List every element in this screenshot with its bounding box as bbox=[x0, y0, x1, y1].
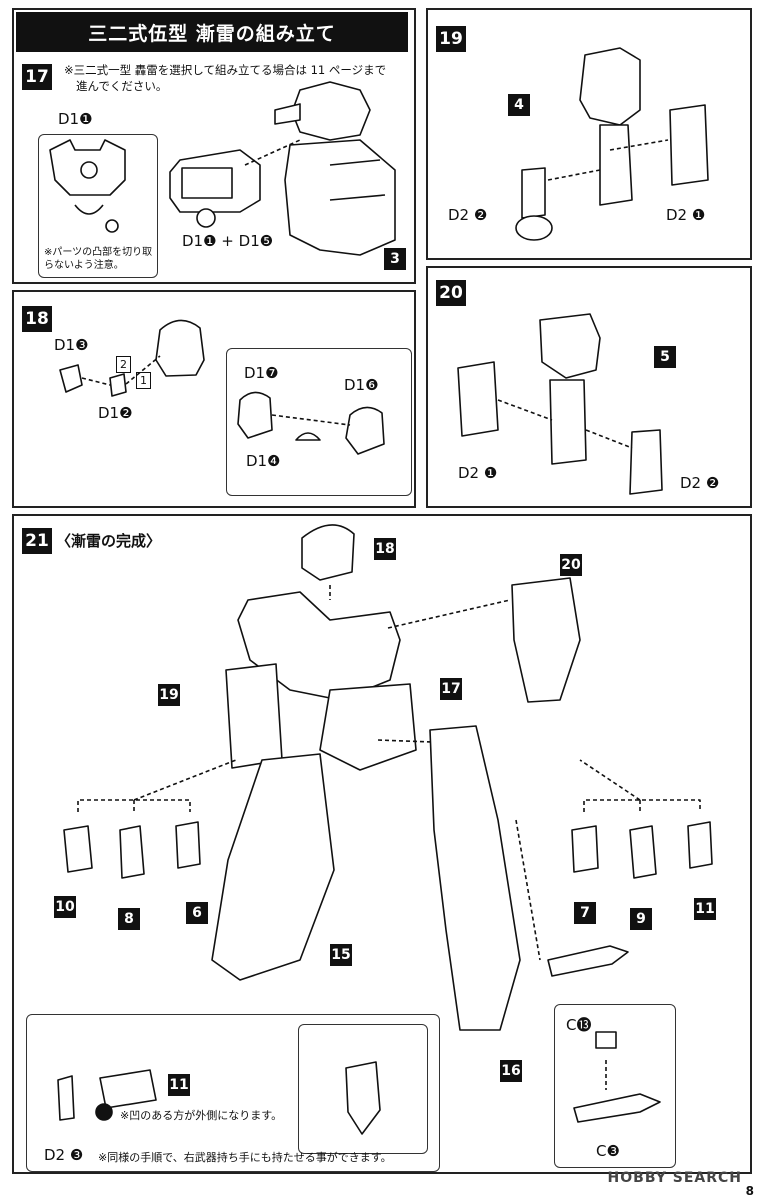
tag-9: 9 bbox=[630, 908, 652, 930]
step19-tag-4: 4 bbox=[508, 94, 530, 116]
hands-left-icon bbox=[63, 759, 237, 879]
step19-arm-icon bbox=[515, 47, 709, 241]
note-weapon: ※同様の手順で、右武器持ち手にも持たせる事ができます。 bbox=[98, 1151, 392, 1164]
page-title: 三二式伍型 漸雷の組み立て bbox=[16, 12, 408, 52]
tag-20: 20 bbox=[560, 554, 582, 576]
note-outside: ※凹のある方が外側になります。 bbox=[120, 1109, 283, 1122]
tag-10: 10 bbox=[54, 896, 76, 918]
step17-note-line1: ※三二式一型 轟雷を選択して組み立てる場合は 11 ページまで bbox=[64, 63, 387, 77]
step17-number: 17 bbox=[22, 64, 52, 90]
d2-3-label: D2 ❸ bbox=[44, 1146, 84, 1164]
tag-11: 11 bbox=[694, 898, 716, 920]
step18-d1-3-label: D1❸ bbox=[54, 336, 89, 354]
robot-assembly-icon bbox=[211, 524, 581, 1031]
part-d1-1-label: D1❶ bbox=[58, 110, 93, 128]
step19-number: 19 bbox=[436, 26, 466, 52]
tag-18: 18 bbox=[374, 538, 396, 560]
c13-label: C⓭ bbox=[566, 1016, 592, 1034]
c3-label: C❸ bbox=[596, 1142, 620, 1160]
step20-tag-5: 5 bbox=[654, 346, 676, 368]
order-badge-2: 2 bbox=[116, 356, 131, 373]
order-badge-1: 1 bbox=[136, 372, 151, 389]
step20-d2-2-label: D2 ❷ bbox=[680, 474, 720, 492]
tag-11-inset: 11 bbox=[168, 1074, 190, 1096]
tag-16: 16 bbox=[500, 1060, 522, 1082]
step19-d2-1-label: D2 ❶ bbox=[666, 206, 706, 224]
tag-17: 17 bbox=[440, 678, 462, 700]
part-combo-label: D1❶ + D1❺ bbox=[182, 232, 274, 250]
step21-title: 〈漸雷の完成〉 bbox=[56, 532, 162, 550]
step20-number: 20 bbox=[436, 280, 466, 306]
step20-arm-icon bbox=[457, 313, 663, 495]
step17-caution: ※パーツの凸部を切り取らないよう注意。 bbox=[44, 247, 153, 271]
waist-part-icon bbox=[49, 139, 126, 233]
step17-tag-3: 3 bbox=[384, 248, 406, 270]
step18-d1-6-label: D1❻ bbox=[344, 376, 379, 394]
step20-d2-1-label: D2 ❶ bbox=[458, 464, 498, 482]
tag-8: 8 bbox=[118, 908, 140, 930]
step18-number: 18 bbox=[22, 306, 52, 332]
head-parts-icon bbox=[59, 319, 385, 455]
torso-assembly-icon bbox=[274, 81, 396, 256]
step19-d2-2-label: D2 ❷ bbox=[448, 206, 488, 224]
page-number: 8 bbox=[745, 1184, 754, 1198]
step19-panel: 19 4 D2 ❷ D2 ❶ bbox=[426, 8, 752, 260]
step18-d1-2-label: D1❷ bbox=[98, 404, 133, 422]
step17-note-line2: 進んでください。 bbox=[76, 79, 168, 93]
tag-6: 6 bbox=[186, 902, 208, 924]
tag-19: 19 bbox=[158, 684, 180, 706]
knife-icon bbox=[547, 945, 661, 1123]
hands-right-icon bbox=[571, 759, 713, 879]
tag-15: 15 bbox=[330, 944, 352, 966]
step21-number: 21 bbox=[22, 528, 52, 554]
chest-block-icon bbox=[169, 149, 261, 228]
watermark: HOBBY SEARCH bbox=[607, 1170, 742, 1186]
step18-d1-4-label: D1❹ bbox=[246, 452, 281, 470]
step18-d1-7-label: D1❼ bbox=[244, 364, 279, 382]
inset-hand-icon bbox=[57, 1061, 381, 1135]
tag-7: 7 bbox=[574, 902, 596, 924]
